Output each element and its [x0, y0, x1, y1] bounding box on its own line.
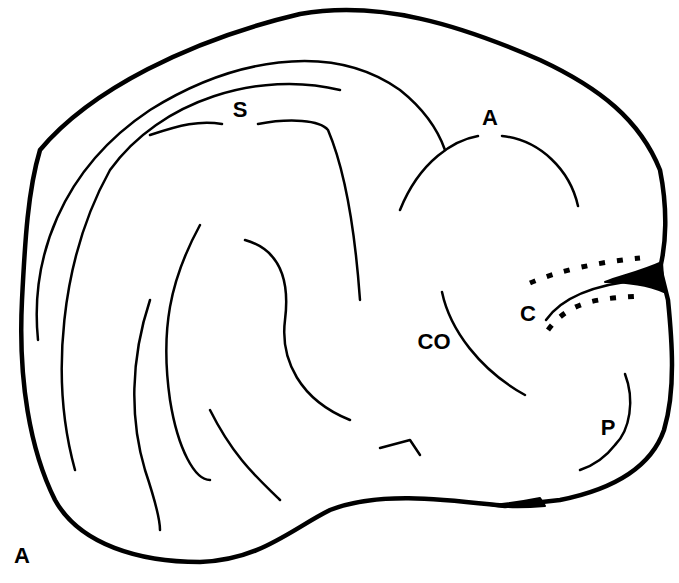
- region-label: P: [601, 417, 616, 439]
- figure-label: A: [14, 545, 30, 567]
- region-label: S: [233, 99, 248, 121]
- region-label: A: [482, 107, 498, 129]
- region-label: CO: [418, 331, 451, 353]
- region-label: C: [520, 303, 536, 325]
